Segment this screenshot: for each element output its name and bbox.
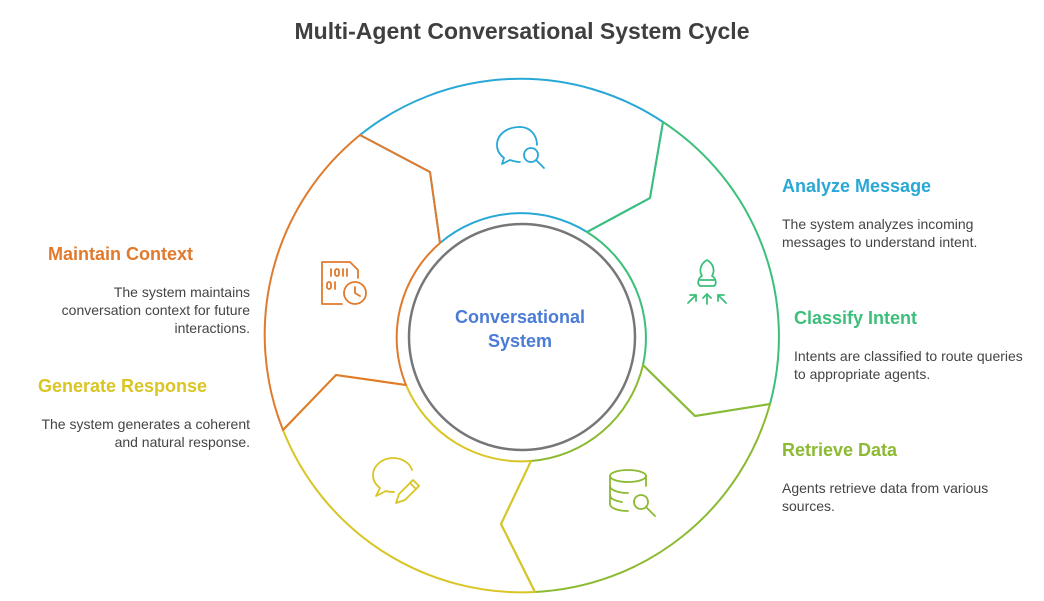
segment-analyze-outline bbox=[359, 77, 664, 244]
stage-retrieve-title: Retrieve Data bbox=[782, 440, 898, 460]
stage-generate-description: The system generates a coherent and natu… bbox=[41, 416, 250, 450]
segment-maintain-outline bbox=[263, 134, 441, 431]
segment-retrieve-outline bbox=[500, 364, 771, 593]
stage-retrieve-description: Agents retrieve data from various source… bbox=[782, 480, 989, 514]
diagram-title: Multi-Agent Conversational System Cycle bbox=[294, 18, 750, 44]
stage-analyze-description: The system analyzes incoming messages to… bbox=[782, 216, 978, 250]
stage-maintain-title: Maintain Context bbox=[48, 244, 194, 264]
stage-analyze: Analyze Message The system analyzes inco… bbox=[782, 176, 1022, 251]
center-inner-circle bbox=[407, 222, 637, 452]
stage-generate-title: Generate Response bbox=[38, 376, 208, 396]
stage-classify: Classify Intent Intents are classified t… bbox=[794, 308, 1024, 383]
database-search-icon bbox=[609, 469, 656, 517]
stage-analyze-title: Analyze Message bbox=[782, 176, 932, 196]
center-label-line2: System bbox=[487, 331, 553, 351]
stage-maintain: Maintain Context The system maintains co… bbox=[40, 244, 250, 337]
center-label: Conversational System bbox=[430, 305, 610, 353]
stage-classify-title: Classify Intent bbox=[794, 308, 918, 328]
segment-generate-outline bbox=[282, 374, 536, 594]
segment-classify-outline bbox=[586, 121, 780, 417]
intent-sort-icon bbox=[687, 259, 727, 305]
stage-generate: Generate Response The system generates a… bbox=[38, 376, 250, 451]
message-edit-icon bbox=[372, 457, 420, 504]
message-search-icon bbox=[496, 126, 545, 169]
binary-file-clock-icon bbox=[321, 261, 367, 305]
center-label-line1: Conversational bbox=[454, 307, 586, 327]
stage-classify-description: Intents are classified to route queries … bbox=[794, 348, 1023, 382]
stage-maintain-description: The system maintains conversation contex… bbox=[61, 284, 250, 336]
stage-retrieve: Retrieve Data Agents retrieve data from … bbox=[782, 440, 1017, 515]
